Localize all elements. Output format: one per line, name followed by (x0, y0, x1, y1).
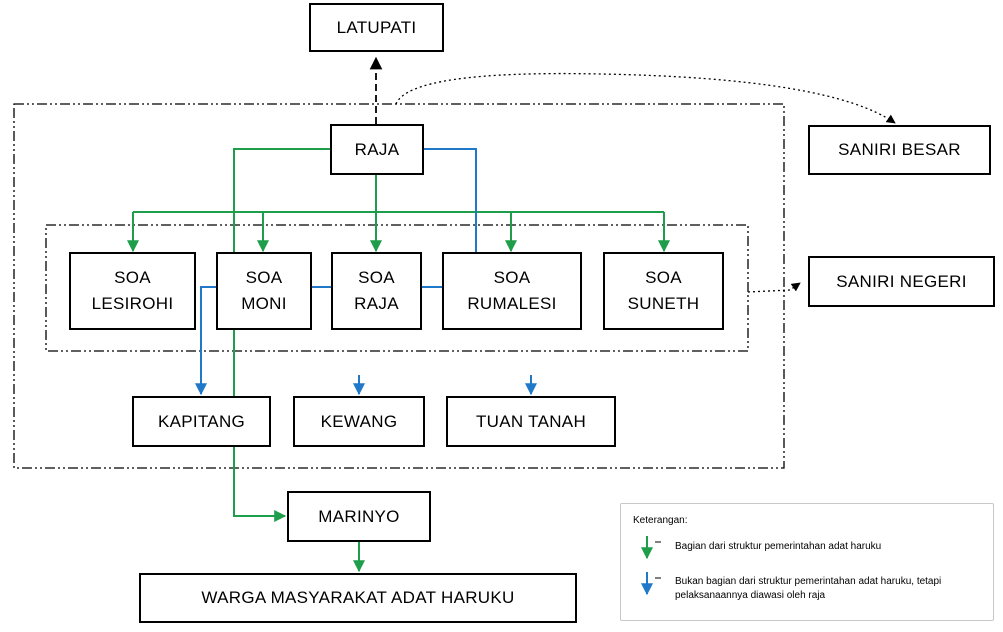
kapitang-label: KAPITANG (157, 411, 246, 431)
soa-lesirohi-box: SOA LESIROHI (69, 252, 196, 330)
marinyo-box: MARINYO (287, 491, 431, 542)
latupati-label: LATUPATI (336, 17, 417, 37)
kapitang-box: KAPITANG (132, 396, 271, 447)
marinyo-label: MARINYO (318, 506, 400, 526)
raja-to-saniri-besar-connector (395, 72, 896, 124)
raja-label: RAJA (354, 139, 400, 159)
warga-label: WARGA MASYARAKAT ADAT HARUKU (201, 588, 515, 607)
legend-title: Keterangan: (633, 515, 688, 526)
tuan-tanah-box: TUAN TANAH (446, 396, 616, 447)
soa-rumalesi-label-line1: SOA (493, 268, 531, 287)
soa-raja-label-line1: SOA (358, 268, 395, 287)
blue-arrow-icon (641, 572, 661, 596)
legend-item-green: Bagian dari struktur pemerintahan adat h… (675, 541, 882, 552)
soa-group-boundary (45, 224, 749, 352)
saniri-negeri-label: SANIRI NEGERI (836, 271, 967, 291)
soa-to-saniri-negeri-connector (747, 282, 801, 293)
soa-suneth-box: SOA SUNETH (603, 252, 724, 330)
legend-item-blue: Bukan bagian dari struktur pemerintahan … (675, 576, 942, 601)
soa-rumalesi-label-line2: RUMALESI (467, 294, 557, 313)
soa-suneth-label-line1: SOA (645, 268, 682, 287)
soa-raja-box: SOA RAJA (331, 252, 422, 330)
saniri-besar-label: SANIRI BESAR (838, 140, 961, 159)
soa-lesirohi-label-line1: SOA (114, 268, 151, 287)
warga-box: WARGA MASYARAKAT ADAT HARUKU (139, 573, 577, 623)
kewang-label: KEWANG (320, 411, 398, 431)
soa-moni-label-line2: MONI (241, 294, 287, 313)
soa-moni-box: SOA MONI (216, 252, 312, 330)
saniri-negeri-box: SANIRI NEGERI (808, 256, 995, 307)
kewang-box: KEWANG (293, 396, 425, 447)
soa-rumalesi-box: SOA RUMALESI (442, 252, 582, 330)
raja-box: RAJA (330, 124, 424, 175)
green-arrow-icon (641, 536, 661, 560)
soa-moni-label-line1: SOA (245, 268, 283, 287)
soa-suneth-label-line2: SUNETH (627, 294, 700, 313)
tuan-tanah-label: TUAN TANAH (475, 411, 587, 431)
latupati-box: LATUPATI (309, 3, 444, 52)
outer-boundary (13, 103, 785, 469)
raja-to-marinyo-connector (233, 148, 330, 522)
soa-raja-label-line2: RAJA (354, 294, 399, 313)
soa-lesirohi-label-line2: LESIROHI (91, 294, 174, 313)
saniri-besar-box: SANIRI BESAR (808, 125, 991, 175)
legend: Keterangan: Bagian dari struktur pemerin… (620, 503, 994, 621)
